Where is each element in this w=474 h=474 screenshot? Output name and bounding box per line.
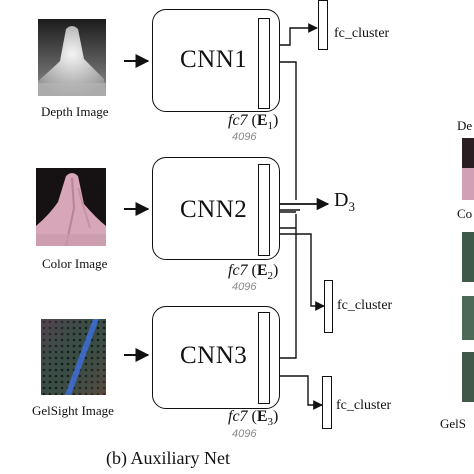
cnn2-fc7-label: fc7 (E2) [228, 262, 279, 283]
output-d3-label: D3 [334, 189, 355, 215]
cnn1-fc7-text: fc7 [228, 112, 248, 129]
cnn3-cluster-layer [322, 376, 332, 429]
right-panel-caption-3: GelS [440, 416, 466, 431]
right-panel-gelsight-thumb-2 [462, 296, 474, 340]
gelsight-image-thumbnail [41, 319, 106, 395]
cnn1-embed-sub: 1 [267, 120, 274, 133]
cnn2-embed-sub: 2 [267, 270, 274, 283]
right-panel-gelsight-thumb-1 [462, 232, 474, 282]
color-image-thumbnail [36, 168, 106, 246]
cnn2-cluster-label: fc_cluster [337, 298, 393, 313]
right-panel-color-thumb [462, 138, 474, 200]
cnn2-fc7-text: fc7 [228, 262, 248, 279]
cnn1-fc7-layer [258, 18, 270, 109]
right-panel-gelsight-thumb-3 [462, 352, 474, 402]
cnn2-embed: E [256, 262, 268, 279]
right-panel-caption-2: Co [457, 206, 473, 221]
depth-image-caption: Depth Image [41, 104, 109, 119]
cluster-arrow-2 [270, 233, 325, 311]
cnn3-dim: 4096 [232, 428, 257, 440]
cnn1-cluster-label: fc_cluster [334, 26, 390, 41]
cnn3-embed: E [256, 408, 268, 425]
output-d-sub: 3 [348, 199, 355, 214]
output-d-text: D [334, 189, 349, 211]
cnn3-cluster-label: fc_cluster [336, 398, 392, 413]
cluster-arrow-1 [270, 23, 318, 46]
right-panel-caption-1: De [457, 118, 473, 133]
cnn1-embed: E [256, 112, 268, 129]
cluster-arrow-3 [270, 375, 323, 410]
cnn1-label: CNN1 [180, 46, 248, 73]
cnn1-cluster-layer [318, 0, 328, 50]
figure-caption: (b) Auxiliary Net [106, 448, 230, 468]
depth-image-thumbnail [38, 19, 106, 96]
gelsight-image-caption: GelSight Image [32, 403, 114, 418]
cnn2-fc7-layer [258, 164, 270, 256]
cnn2-label: CNN2 [180, 196, 248, 223]
cnn2-dim: 4096 [232, 281, 257, 293]
cnn3-fc7-label: fc7 (E3) [228, 408, 279, 429]
color-image-caption: Color Image [42, 256, 108, 271]
cnn3-fc7-text: fc7 [228, 408, 248, 425]
cnn3-embed-sub: 3 [267, 416, 274, 429]
cnn1-fc7-label: fc7 (E1) [228, 112, 279, 133]
cnn3-label: CNN3 [180, 342, 248, 369]
cnn1-dim: 4096 [232, 131, 257, 143]
cnn2-cluster-layer [324, 280, 333, 333]
cnn3-fc7-layer [258, 312, 270, 404]
